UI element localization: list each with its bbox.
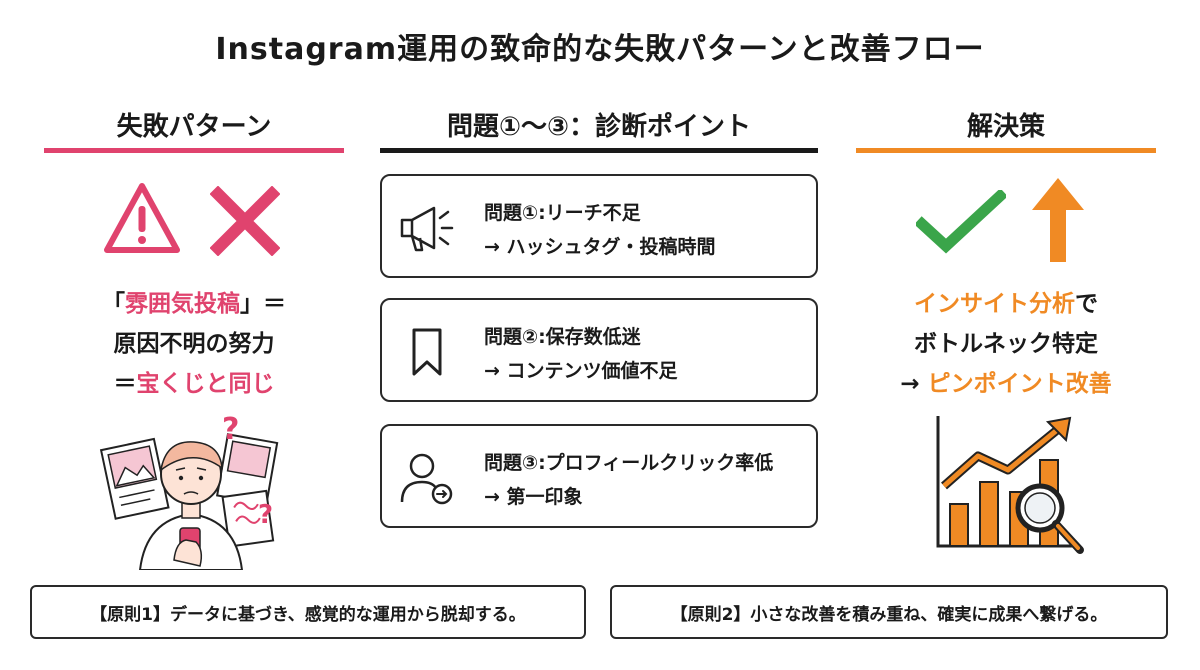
failure-highlight-2: 宝くじと同じ xyxy=(136,371,275,397)
solution-highlight-1: インサイト分析 xyxy=(914,291,1075,317)
diagnosis-rule xyxy=(380,148,818,153)
failure-line-3: ＝宝くじと同じ xyxy=(113,371,275,397)
problem-3-title: 問題③:プロフィールクリック率低 xyxy=(484,452,774,474)
question-mark-1: ? xyxy=(222,412,240,447)
failure-rule xyxy=(44,148,344,153)
question-mark-2: ? xyxy=(258,500,274,530)
solution-highlight-2: ピンポイント改善 xyxy=(927,371,1112,397)
failure-highlight-1: 雰囲気投稿 xyxy=(125,291,240,317)
solution-line-1: インサイト分析で xyxy=(914,291,1098,317)
warning-triangle-icon xyxy=(104,183,180,253)
problem-card-2: 問題②:保存数低迷 → コンテンツ価値不足 xyxy=(380,298,818,402)
solution-line-2: ボトルネック特定 xyxy=(914,331,1098,357)
confused-person-illustration xyxy=(99,433,279,570)
solution-line-3: → ピンポイント改善 xyxy=(900,371,1112,397)
failure-line-1: 「雰囲気投稿」＝ xyxy=(102,291,286,317)
megaphone-icon xyxy=(400,206,454,252)
problem-card-3: 問題③:プロフィールクリック率低 → 第一印象 xyxy=(380,424,818,528)
problem-2-detail: → コンテンツ価値不足 xyxy=(484,360,678,382)
problem-1-detail: → ハッシュタグ・投稿時間 xyxy=(484,236,716,258)
problem-card-1: 問題①:リーチ不足 → ハッシュタグ・投稿時間 xyxy=(380,174,818,278)
growth-chart-icon xyxy=(936,416,1084,554)
user-arrow-icon xyxy=(400,453,453,505)
diagnosis-heading: 問題①〜③：診断ポイント xyxy=(446,112,752,142)
solution-rule xyxy=(856,148,1156,153)
cross-icon xyxy=(210,186,280,256)
page-title: Instagram運用の致命的な失敗パターンと改善フロー xyxy=(215,32,985,67)
solution-heading: 解決策 xyxy=(966,112,1045,142)
problem-2-title: 問題②:保存数低迷 xyxy=(484,326,641,348)
up-arrow-icon xyxy=(1032,178,1084,262)
failure-heading: 失敗パターン xyxy=(116,112,272,142)
failure-text: 「雰囲気投稿」＝ 原因不明の努力 ＝宝くじと同じ xyxy=(44,284,344,404)
principle-2: 【原則2】小さな改善を積み重ね、確実に成果へ繋げる。 xyxy=(610,585,1168,639)
problem-3-detail: → 第一印象 xyxy=(484,486,583,508)
check-icon xyxy=(916,190,1006,254)
bookmark-icon xyxy=(412,328,442,376)
solution-text: インサイト分析で ボトルネック特定 → ピンポイント改善 xyxy=(856,284,1156,404)
failure-line-2: 原因不明の努力 xyxy=(113,331,275,357)
principle-1: 【原則1】データに基づき、感覚的な運用から脱却する。 xyxy=(30,585,586,639)
problem-1-title: 問題①:リーチ不足 xyxy=(484,202,641,224)
